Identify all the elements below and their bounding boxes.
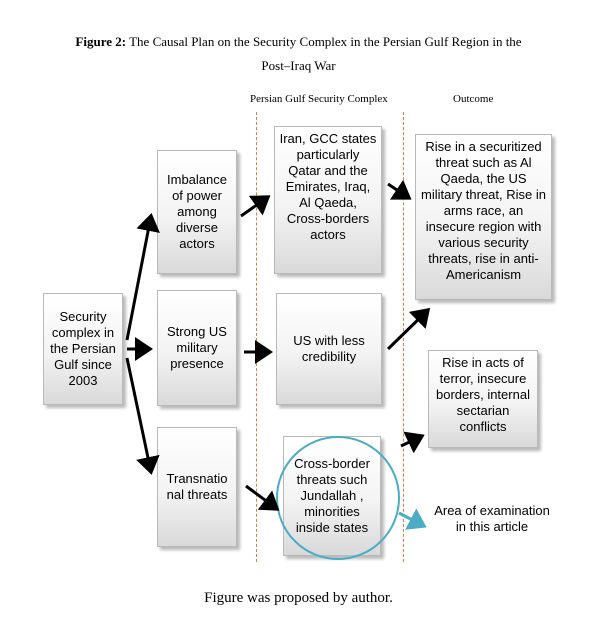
arrow-complex-to-imbalance [125,213,160,341]
column-header-outcome: Outcome [453,93,494,105]
arrow-actors-to-securitized [387,179,412,200]
arrow-complex-to-transnational [125,357,160,475]
box-regional-actors: Iran, GCC states particularly Qatar and … [274,126,382,274]
box-rise-acts-of-terror: Rise in acts of terror, insecure borders… [428,350,538,448]
arrow-circle-to-note [398,508,427,530]
column-header-security-complex: Persian Gulf Security Complex [250,93,388,105]
figure-title-line2: Post–Iraq War [261,58,336,73]
arrow-transnational-to-cross-border [245,484,280,511]
box-us-less-credibility: US with less credibility [276,293,382,405]
dashed-divider-right [403,112,404,562]
figure-label: Figure 2: [75,34,127,49]
box-security-complex: Security complex in the Persian Gulf sin… [43,293,123,405]
annotation-area-of-examination: Area of examination in this article [434,503,550,534]
figure-title: Figure 2: The Causal Plan on the Securit… [0,30,597,78]
arrow-imbalance-to-actors [240,195,271,218]
box-imbalance-of-power: Imbalance of power among diverse actors [157,150,237,274]
arrow-credibility-to-securitized [386,307,431,351]
dashed-divider-left [256,112,257,562]
box-transnational-threats: Transnatio nal threats [157,427,237,547]
arrow-cross-border-to-terror [400,431,425,454]
box-strong-us-presence: Strong US military presence [157,290,237,406]
figure-title-text: The Causal Plan on the Security Complex … [129,34,522,49]
figure-caption: Figure was proposed by author. [204,590,393,606]
box-rise-securitized-threat: Rise in a securitized threat such as Al … [415,134,552,300]
